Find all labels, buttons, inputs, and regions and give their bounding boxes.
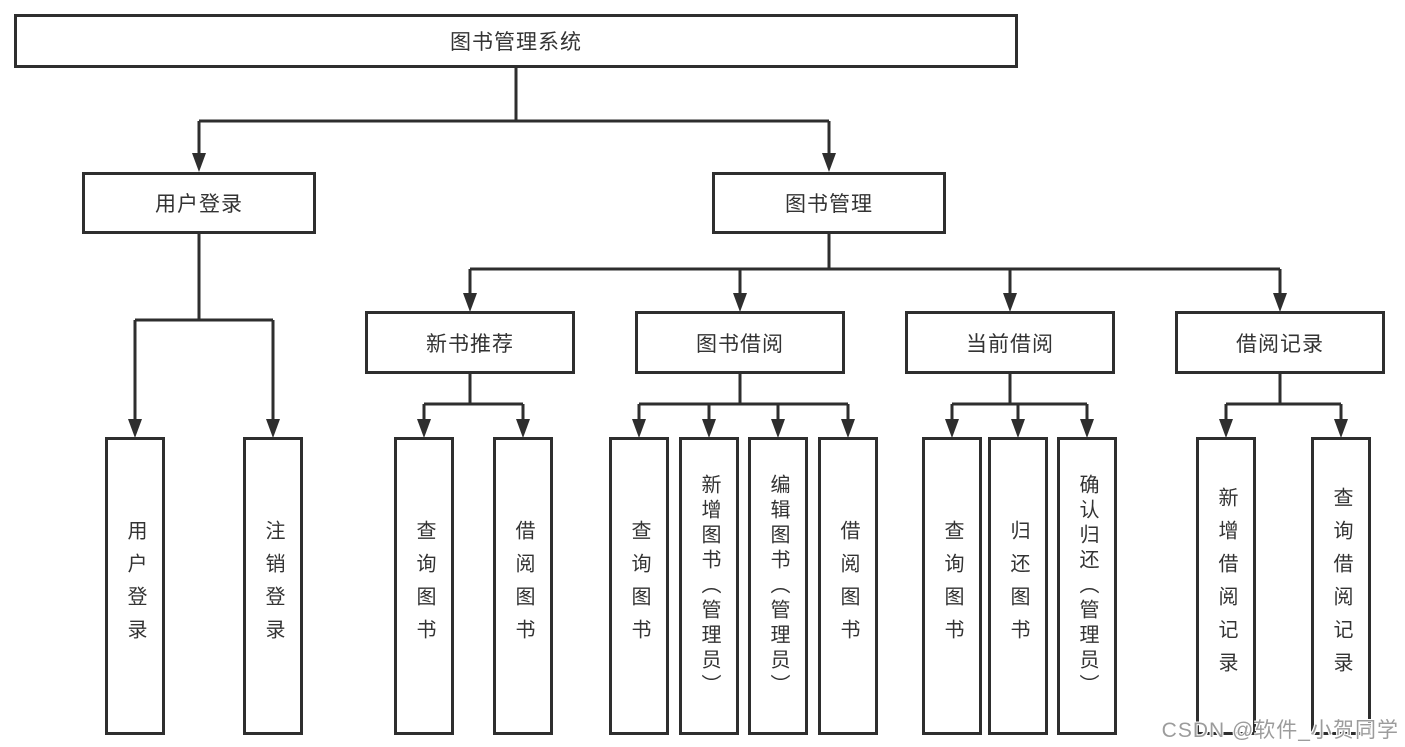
node-book-management: 图书管理 <box>712 172 946 234</box>
leaf-user-login: 用户登录 <box>105 437 165 735</box>
leaf-confirm-return-admin: 确认归还（管理员） <box>1057 437 1117 735</box>
leaf-query-books-borrow: 查询图书 <box>609 437 669 735</box>
node-label: 用户登录 <box>155 193 243 216</box>
node-label: 图书管理系统 <box>450 31 582 54</box>
leaf-return-books: 归还图书 <box>988 437 1048 735</box>
node-label: 查询图书 <box>941 520 963 652</box>
leaf-borrow-books: 借阅图书 <box>818 437 878 735</box>
node-label: 借阅记录 <box>1236 332 1324 356</box>
node-label: 用户登录 <box>124 520 146 652</box>
node-label: 图书管理 <box>785 193 873 216</box>
node-label: 新书推荐 <box>426 332 514 356</box>
leaf-query-borrow-record: 查询借阅记录 <box>1311 437 1371 735</box>
node-new-book-recommend: 新书推荐 <box>365 311 575 374</box>
leaf-add-books-admin: 新增图书（管理员） <box>679 437 739 735</box>
node-label: 查询图书 <box>413 520 435 652</box>
node-label: 确认归还（管理员） <box>1076 473 1098 699</box>
node-label: 借阅图书 <box>512 520 534 652</box>
node-label: 查询图书 <box>628 520 650 652</box>
node-label: 新增图书（管理员） <box>698 473 720 699</box>
node-label: 查询借阅记录 <box>1330 487 1352 685</box>
csdn-watermark: CSDN @软件_小贺同学 <box>1161 719 1399 742</box>
node-label: 归还图书 <box>1007 520 1029 652</box>
leaf-query-books-recommend: 查询图书 <box>394 437 454 735</box>
node-current-borrow: 当前借阅 <box>905 311 1115 374</box>
node-label: 借阅图书 <box>837 520 859 652</box>
node-label: 当前借阅 <box>966 332 1054 356</box>
node-label: 图书借阅 <box>696 332 784 356</box>
arrowheads <box>128 153 1348 438</box>
node-user-login: 用户登录 <box>82 172 316 234</box>
leaf-query-books-current: 查询图书 <box>922 437 982 735</box>
node-label: 新增借阅记录 <box>1215 487 1237 685</box>
node-book-borrow: 图书借阅 <box>635 311 845 374</box>
leaf-logout: 注销登录 <box>243 437 303 735</box>
leaf-add-borrow-record: 新增借阅记录 <box>1196 437 1256 735</box>
leaf-borrow-books-recommend: 借阅图书 <box>493 437 553 735</box>
node-library-management-system: 图书管理系统 <box>14 14 1018 68</box>
node-label: 注销登录 <box>262 520 284 652</box>
node-label: 编辑图书（管理员） <box>767 473 789 699</box>
node-borrow-records: 借阅记录 <box>1175 311 1385 374</box>
leaf-edit-books-admin: 编辑图书（管理员） <box>748 437 808 735</box>
